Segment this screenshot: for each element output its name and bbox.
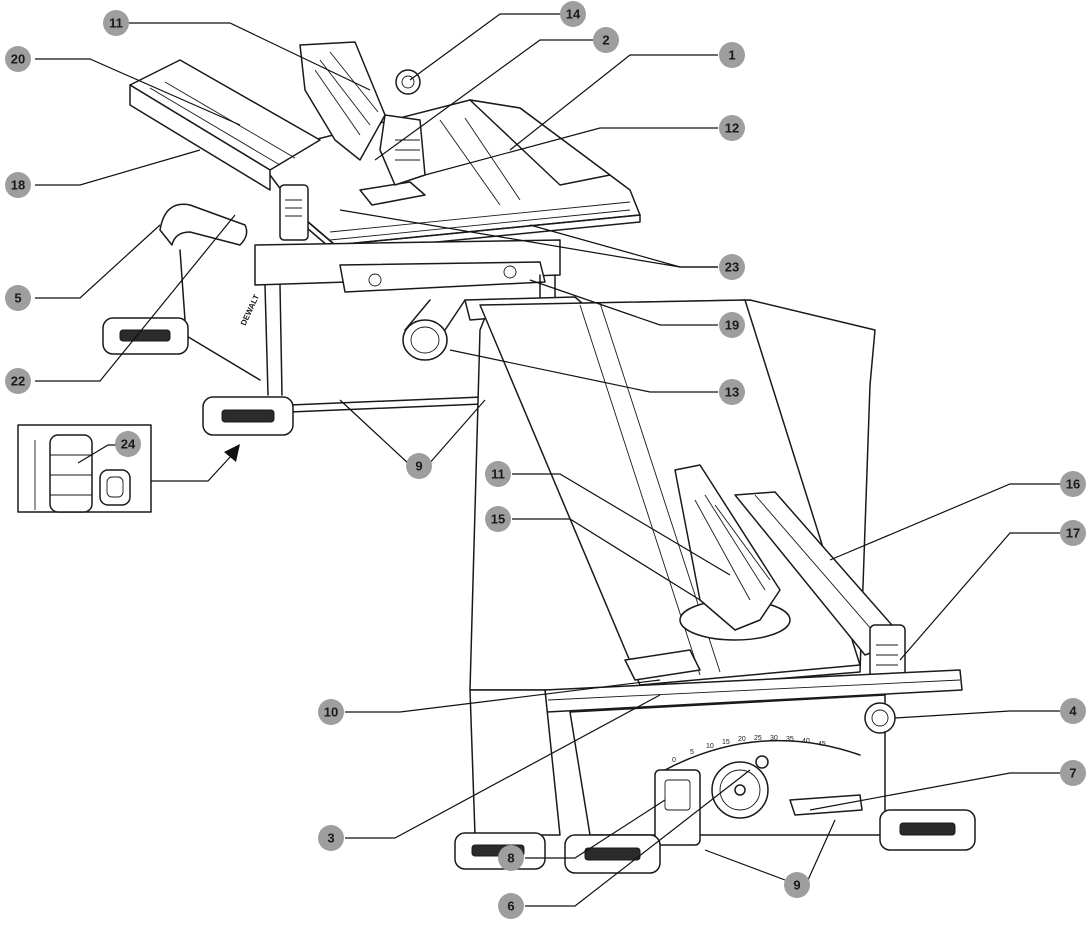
svg-text:9: 9	[415, 459, 422, 474]
svg-text:5: 5	[14, 291, 21, 306]
guard-knob[interactable]	[395, 69, 421, 95]
callout-23: 23	[719, 254, 745, 280]
callout-17: 17	[1060, 520, 1086, 546]
inset-arrow-head	[224, 444, 240, 462]
callout-11-bottom: 11	[485, 461, 511, 487]
svg-text:45: 45	[818, 741, 826, 748]
callout-15: 15	[485, 506, 511, 532]
svg-text:19: 19	[725, 318, 739, 333]
callout-18: 18	[5, 172, 31, 198]
svg-text:1: 1	[728, 48, 735, 63]
svg-text:7: 7	[1069, 766, 1076, 781]
callout-9-bottom: 9	[784, 872, 810, 898]
svg-text:5: 5	[690, 749, 694, 756]
svg-text:23: 23	[725, 260, 739, 275]
callout-1: 1	[719, 42, 745, 68]
svg-text:35: 35	[786, 736, 794, 743]
callout-4: 4	[1060, 698, 1086, 724]
svg-text:13: 13	[725, 385, 739, 400]
callout-2: 2	[593, 27, 619, 53]
callout-22: 22	[5, 368, 31, 394]
svg-text:6: 6	[507, 899, 514, 914]
dust-port	[402, 319, 448, 361]
svg-text:25: 25	[754, 735, 762, 742]
svg-text:14: 14	[566, 7, 581, 22]
callout-24: 24	[115, 431, 141, 457]
rail-rack	[329, 201, 631, 241]
svg-text:16: 16	[1066, 477, 1080, 492]
callout-20: 20	[5, 46, 31, 72]
svg-text:20: 20	[738, 736, 746, 743]
miter-gauge	[339, 261, 546, 293]
bevel-scale-ticks: 0 5 10 15 20 25 30 35 40 45	[672, 735, 826, 764]
brand-label: DEWALT	[239, 293, 261, 327]
leader-lines	[35, 13, 1060, 907]
svg-text:40: 40	[802, 738, 810, 745]
svg-text:10: 10	[706, 743, 714, 750]
bevel-knob[interactable]	[864, 702, 896, 734]
carry-handle[interactable]	[159, 203, 248, 246]
callout-19: 19	[719, 312, 745, 338]
callout-7: 7	[1060, 760, 1086, 786]
callout-12: 12	[719, 115, 745, 141]
svg-text:9: 9	[793, 878, 800, 893]
fence-lock-lever[interactable]	[279, 184, 309, 241]
callout-8: 8	[498, 845, 524, 871]
svg-text:0: 0	[672, 757, 676, 764]
svg-text:24: 24	[121, 437, 136, 452]
saw-bottom-view: 0 5 10 15 20 25 30 35 40 45	[454, 296, 976, 874]
bevel-lock-lever[interactable]	[789, 794, 863, 816]
svg-text:20: 20	[11, 52, 25, 67]
callout-14: 14	[560, 1, 586, 27]
svg-text:11: 11	[491, 467, 505, 482]
svg-text:15: 15	[491, 512, 505, 527]
callout-6: 6	[498, 893, 524, 919]
bevel-scale	[664, 739, 861, 771]
svg-text:2: 2	[602, 33, 609, 48]
callout-5: 5	[5, 285, 31, 311]
svg-text:22: 22	[11, 374, 25, 389]
feet-front	[454, 809, 976, 874]
svg-text:17: 17	[1066, 526, 1080, 541]
svg-text:12: 12	[725, 121, 739, 136]
callout-11-top: 11	[103, 10, 129, 36]
svg-text:18: 18	[11, 178, 25, 193]
svg-text:8: 8	[507, 851, 514, 866]
inset-detail	[17, 424, 152, 513]
svg-text:10: 10	[324, 705, 338, 720]
callout-16: 16	[1060, 471, 1086, 497]
svg-text:15: 15	[722, 739, 730, 746]
power-switch[interactable]	[654, 769, 701, 846]
svg-text:3: 3	[327, 831, 334, 846]
callout-3: 3	[318, 825, 344, 851]
svg-text:11: 11	[109, 16, 123, 31]
svg-text:30: 30	[770, 735, 778, 742]
svg-text:4: 4	[1069, 704, 1077, 719]
callout-9-top: 9	[406, 453, 432, 479]
callout-10: 10	[318, 699, 344, 725]
callout-13: 13	[719, 379, 745, 405]
blade-guard	[299, 41, 386, 161]
